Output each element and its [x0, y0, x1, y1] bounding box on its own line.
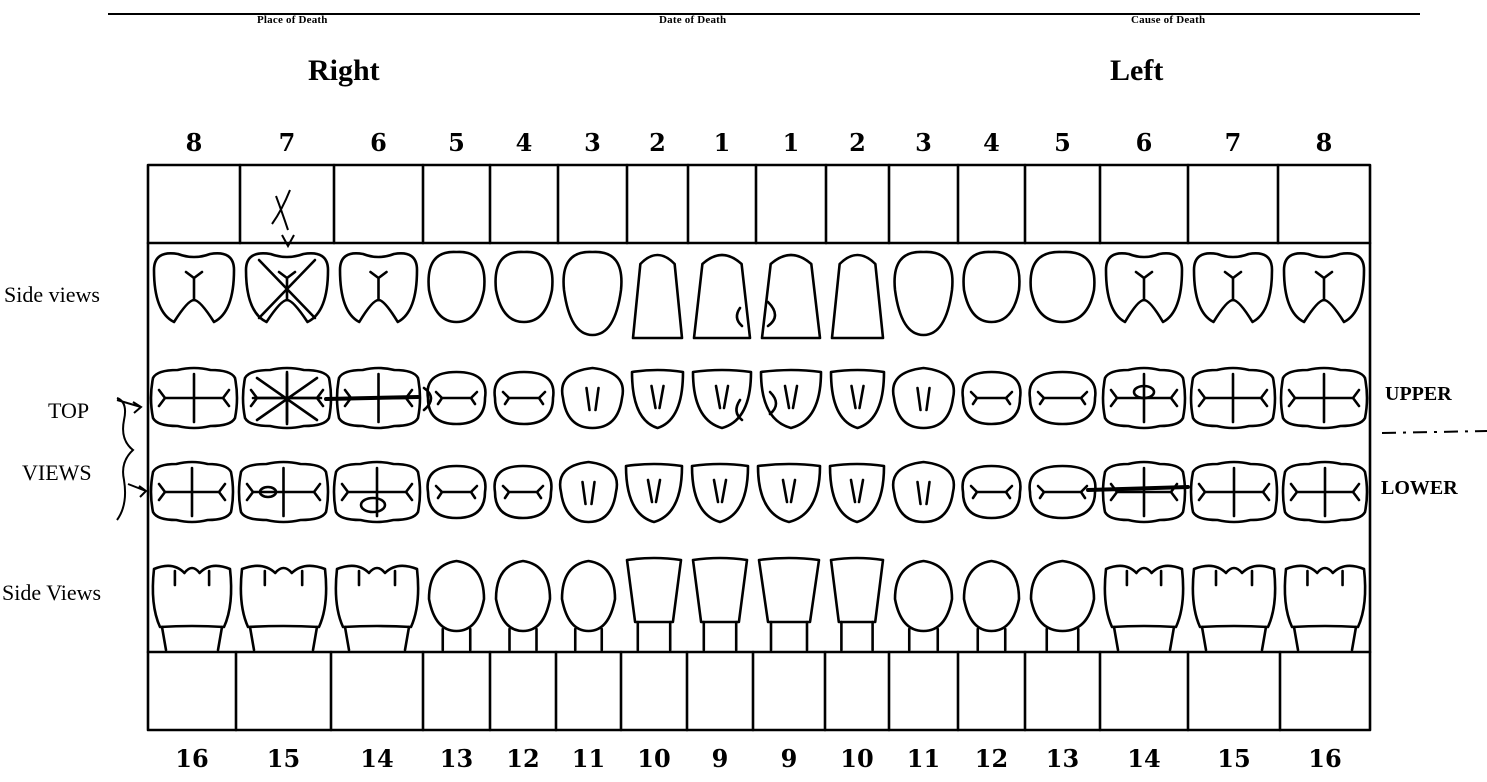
- tooth-root-lines: [771, 622, 807, 650]
- tooth-fissure: [785, 386, 797, 408]
- tooth-7-right-x-mark: [272, 190, 294, 246]
- tooth-root-lines: [162, 571, 222, 650]
- upper-side-tooth: [429, 252, 485, 322]
- chart-frame: [148, 165, 1370, 730]
- tooth-fissure: [716, 386, 728, 408]
- tooth-root-lines: [345, 571, 409, 650]
- tooth-root-lines: [704, 622, 736, 650]
- upper-side-tooth: [564, 252, 622, 335]
- tooth-fissure: [503, 392, 545, 404]
- upper-occlusal-tooth: [831, 370, 884, 428]
- lower-side-tooth: [759, 558, 819, 622]
- tooth-7-upper-top-x: [253, 372, 321, 424]
- tooth-fissure: [247, 468, 320, 516]
- tooth-6-upper-bar: [326, 397, 418, 399]
- tooth-7-upper-side-x: [259, 260, 315, 318]
- tooth-fissure: [342, 468, 412, 516]
- tooth-fissure: [971, 486, 1012, 498]
- tooth-fissure: [159, 468, 225, 516]
- tooth-fissure: [587, 388, 599, 410]
- tooth-fissure: [1291, 468, 1359, 516]
- tooth-fissure: [371, 272, 387, 300]
- tooth-fissure: [648, 480, 660, 502]
- lower-side-tooth: [1031, 561, 1094, 631]
- tooth-root-lines: [1202, 571, 1266, 650]
- lower-side-tooth: [964, 561, 1019, 631]
- lower-side-tooth: [562, 561, 615, 631]
- tooth-fissure: [918, 482, 930, 504]
- tooth-14-lower-restoration: [361, 498, 385, 512]
- lower-side-tooth: [336, 566, 418, 627]
- tooth-fissure: [1038, 486, 1087, 498]
- lower-side-tooth: [627, 558, 681, 622]
- tooth-fissure: [714, 480, 726, 502]
- lower-side-tooth: [241, 566, 326, 627]
- lower-side-tooth: [895, 561, 952, 631]
- tooth-fissure: [436, 392, 477, 404]
- lower-side-tooth: [1193, 566, 1275, 627]
- tooth-fissure: [851, 480, 863, 502]
- upper-side-tooth: [633, 255, 682, 338]
- tooth-root-lines: [1114, 571, 1174, 650]
- upper-side-tooth: [895, 252, 953, 335]
- tooth-fissure: [1289, 374, 1359, 422]
- upper-occlusal-tooth: [632, 370, 683, 428]
- tooth-fissure: [436, 486, 477, 498]
- upper-side-tooth: [964, 252, 1020, 322]
- upper-lower-divider: [1382, 431, 1487, 433]
- tooth-fissure: [852, 386, 864, 408]
- tooth-fissure: [918, 388, 930, 410]
- upper-side-tooth: [832, 255, 883, 338]
- tooth-root-lines: [841, 622, 872, 650]
- tooth-fissure: [652, 386, 664, 408]
- tooth-fissure: [583, 482, 595, 504]
- tooth-1-side-mark: [768, 302, 775, 326]
- tooth-fissure: [186, 272, 202, 300]
- lower-side-tooth: [496, 561, 550, 631]
- tooth-fissure: [783, 480, 795, 502]
- upper-side-tooth: [762, 255, 820, 338]
- tooth-1-upper-mark: [736, 400, 742, 420]
- upper-side-tooth: [1031, 252, 1095, 322]
- upper-side-tooth: [496, 252, 553, 322]
- lower-occlusal-tooth: [560, 462, 617, 522]
- lower-occlusal-tooth: [626, 464, 682, 522]
- lower-occlusal-tooth: [758, 464, 820, 522]
- lower-side-tooth: [429, 561, 484, 631]
- lower-side-tooth: [1285, 566, 1365, 627]
- upper-occlusal-tooth: [562, 368, 623, 428]
- tooth-fissure: [1316, 272, 1332, 300]
- lower-occlusal-tooth: [893, 462, 954, 522]
- tooth-1-side-mark: [737, 308, 742, 326]
- tooth-root-lines: [638, 622, 670, 650]
- tooth-1-upper-mark: [770, 392, 776, 414]
- lower-side-tooth: [693, 558, 747, 622]
- lower-side-tooth: [831, 558, 883, 622]
- views-brace: [117, 398, 133, 520]
- tooth-fissure: [1199, 374, 1267, 422]
- top-arrow: [117, 400, 141, 413]
- upper-occlusal-tooth: [761, 370, 821, 428]
- tooth-fissure: [1199, 468, 1269, 516]
- lower-occlusal-tooth: [692, 464, 748, 522]
- lower-side-tooth: [153, 566, 231, 627]
- lower-occlusal-tooth: [830, 464, 884, 522]
- tooth-root-lines: [250, 571, 317, 650]
- tooth-root-lines: [1294, 571, 1356, 650]
- tooth-fissure: [971, 392, 1012, 404]
- upper-occlusal-tooth: [893, 368, 954, 428]
- tooth-fissure: [1136, 272, 1152, 300]
- tooth-fissure: [1038, 392, 1087, 404]
- tooth-fissure: [159, 374, 229, 422]
- tooth-fissure: [503, 486, 543, 498]
- tooth-fissure: [1111, 468, 1177, 516]
- views-arrow: [128, 484, 146, 497]
- tooth-fissure: [1225, 272, 1241, 300]
- lower-side-tooth: [1105, 566, 1183, 627]
